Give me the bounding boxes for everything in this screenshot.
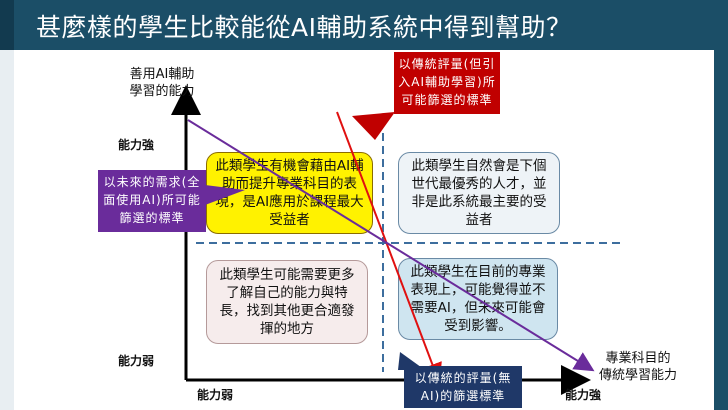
purple-callout-pointer bbox=[205, 185, 245, 205]
title-bar: 甚麼樣的學生比較能從AI輔助系統中得到幫助？ bbox=[0, 0, 728, 50]
slide-title: 甚麼樣的學生比較能從AI輔助系統中得到幫助？ bbox=[36, 13, 572, 42]
y-axis-title-line1: 善用AI輔助 bbox=[129, 67, 195, 82]
y-axis-title: 善用AI輔助 學習的能力 bbox=[114, 66, 210, 100]
navy-callout-text: 以傳統的評量(無AI)的篩選標準 bbox=[414, 371, 512, 403]
x-low-label: 能力弱 bbox=[197, 388, 234, 402]
red-callout-pointer bbox=[352, 112, 395, 140]
quadrant-bottom-right-text: 此類學生在目前的專業表現上，可能覺得並不需要AI，但未來可能會受到影響。 bbox=[410, 264, 546, 334]
x-axis-title: 專業科目的 傳統學習能力 bbox=[582, 350, 694, 384]
quadrant-top-right: 此類學生自然會是下個世代最優秀的人才，並非是此系統最主要的受益者 bbox=[398, 152, 560, 234]
left-side-strip bbox=[0, 50, 14, 410]
purple-callout-text: 以未來的需求(全面使用AI)所可能篩選的標準 bbox=[103, 175, 201, 225]
quadrant-bottom-left: 此類學生可能需要更多了解自己的能力與特長，找到其他更合適發揮的地方 bbox=[206, 260, 368, 344]
purple-callout: 以未來的需求(全面使用AI)所可能篩選的標準 bbox=[98, 170, 206, 232]
x-high-label: 能力強 bbox=[565, 388, 602, 402]
red-callout-text: 以傳統評量(但引入AI輔助學習)所可能篩選的標準 bbox=[398, 57, 496, 107]
quadrant-top-right-text: 此類學生自然會是下個世代最優秀的人才，並非是此系統最主要的受益者 bbox=[411, 158, 547, 228]
purple-criterion-line bbox=[187, 119, 595, 372]
y-axis-title-line2: 學習的能力 bbox=[129, 84, 195, 99]
red-callout: 以傳統評量(但引入AI輔助學習)所可能篩選的標準 bbox=[394, 52, 500, 114]
right-side-band bbox=[714, 50, 728, 410]
title-accent bbox=[0, 0, 14, 50]
navy-callout: 以傳統的評量(無AI)的篩選標準 bbox=[404, 366, 522, 408]
navy-callout-pointer bbox=[398, 352, 425, 370]
y-low-label: 能力弱 bbox=[118, 354, 155, 368]
x-axis-title-line1: 專業科目的 bbox=[605, 351, 671, 366]
quadrant-bottom-left-text: 此類學生可能需要更多了解自己的能力與特長，找到其他更合適發揮的地方 bbox=[219, 267, 355, 337]
x-axis-title-line2: 傳統學習能力 bbox=[598, 368, 677, 383]
y-high-label: 能力強 bbox=[118, 138, 155, 152]
